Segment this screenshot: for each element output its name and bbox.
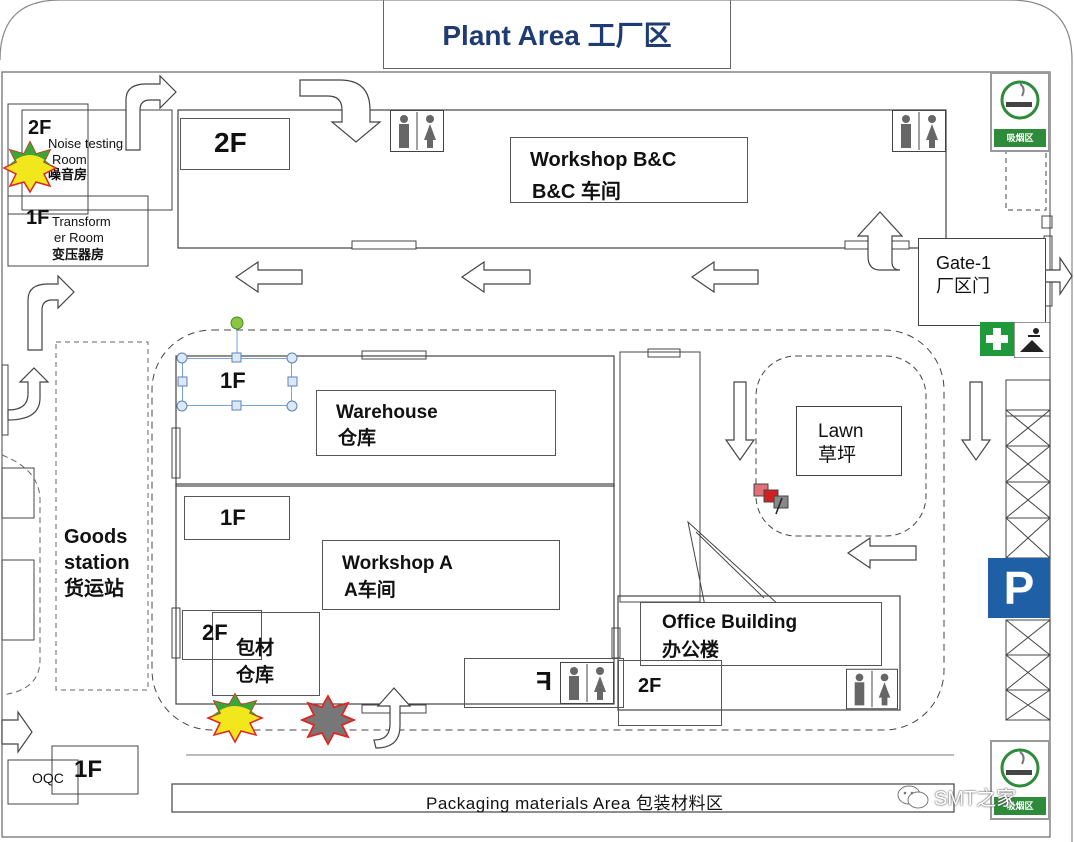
- assembly-point-star-icon: [206, 692, 264, 744]
- transformer-room-label: Transform er Room 变压器房: [52, 214, 111, 263]
- smoking-area-sign-top: 吸烟区: [990, 72, 1050, 152]
- goods-station-name-cn: 货运站: [64, 578, 124, 600]
- gate-1-name-en: Gate-1: [936, 253, 992, 273]
- noise-room-name-en-2: Room: [52, 151, 87, 167]
- smoking-area-text-bottom: 吸烟区: [994, 797, 1046, 815]
- wechat-icon: [897, 785, 929, 808]
- office-building-name-en: Office Building: [662, 612, 798, 633]
- office-building-label-box: [640, 602, 882, 666]
- assembly-point-star-icon: [300, 694, 356, 746]
- workshop-bc-floor-box: [180, 118, 290, 170]
- flag-icon: [753, 483, 789, 515]
- toilet-icon: [390, 110, 444, 152]
- packing-warehouse-label: 包材 仓库: [236, 636, 274, 689]
- parking-icon: P: [988, 558, 1050, 618]
- packing-floor-box: [182, 610, 262, 660]
- map-title: Plant Area 工厂区: [383, 0, 731, 69]
- oqc-floor-label: 1F: [74, 756, 103, 783]
- warehouse-name-en: Warehouse: [336, 402, 438, 423]
- transformer-room-floor-label: 1F: [26, 207, 50, 229]
- lawn-name-cn: 草坪: [818, 444, 857, 466]
- goods-station-name-en-1: Goods: [64, 526, 128, 548]
- watermark-text: SMT之家: [934, 788, 1017, 810]
- oqc-label: OQC: [32, 770, 64, 786]
- smoking-area-sign-bottom: 吸烟区: [990, 740, 1050, 820]
- workshop-a-floor-box: [184, 496, 290, 540]
- smoking-area-text-top: 吸烟区: [994, 129, 1046, 147]
- office-2f-box: [618, 660, 722, 726]
- toilet-icon: [560, 662, 614, 704]
- noise-room-label: Noise testing Room 噪音房: [48, 136, 123, 183]
- packing-warehouse-name-1: 包材: [236, 638, 275, 659]
- workshop-a-floor-label: 1F: [220, 505, 246, 530]
- workshop-bc-name-cn: B&C 车间: [532, 181, 621, 203]
- gate-1-label: Gate-1 厂区门: [936, 252, 991, 297]
- packing-floor-label: 2F: [202, 620, 228, 645]
- workshop-a-name-en: Workshop A: [342, 553, 453, 574]
- transformer-room-name-en-1: Transform: [52, 214, 111, 229]
- warehouse-floor-label: 1F: [220, 368, 246, 393]
- lawn-label-box: [796, 406, 902, 476]
- noise-room-name-en-1: Noise testing: [48, 136, 124, 151]
- toilet-icon: [892, 110, 946, 152]
- office-floor-label: 2F: [638, 675, 662, 697]
- workshop-bc-name-en: Workshop B&C: [530, 149, 677, 171]
- goods-station-name-en-2: station: [64, 552, 130, 574]
- office-wing-box: [464, 658, 624, 708]
- workshop-bc-label-box: [510, 137, 748, 203]
- gate-1-name-cn: 厂区门: [936, 275, 990, 296]
- noise-room-floor-label: 2F: [28, 117, 52, 139]
- transformer-room-name-en-2: er Room: [54, 230, 104, 246]
- gate-1-box: [918, 238, 1046, 326]
- warehouse-name-cn: 仓库: [338, 428, 377, 449]
- workshop-a-name-cn: A车间: [344, 580, 396, 601]
- transformer-room-name-cn: 变压器房: [52, 246, 105, 262]
- evacuation-icon: [1014, 322, 1050, 358]
- workshop-a-label-box: [322, 540, 560, 610]
- mirrored-f-label: F: [536, 666, 552, 696]
- packing-warehouse-box: [212, 612, 320, 696]
- office-building-name-cn: 办公楼: [662, 640, 720, 661]
- smoking-area-icon: [1000, 748, 1040, 788]
- packaging-materials-area-label: Packaging materials Area 包装材料区: [426, 794, 724, 813]
- watermark: SMT之家: [896, 782, 1016, 811]
- assembly-point-star-icon: [2, 140, 58, 194]
- packing-warehouse-name-2: 仓库: [236, 664, 275, 686]
- lawn-name-en: Lawn: [818, 421, 864, 442]
- toilet-icon: [846, 668, 898, 710]
- smoking-area-icon: [1000, 80, 1040, 120]
- first-aid-icon: [980, 322, 1014, 356]
- workshop-bc-floor-label: 2F: [214, 127, 247, 158]
- lawn-label: Lawn 草坪: [818, 420, 863, 468]
- goods-station-label: Goods station 货运站: [64, 524, 130, 602]
- warehouse-label-box: [316, 390, 556, 456]
- noise-room-name-cn: 噪音房: [48, 167, 88, 183]
